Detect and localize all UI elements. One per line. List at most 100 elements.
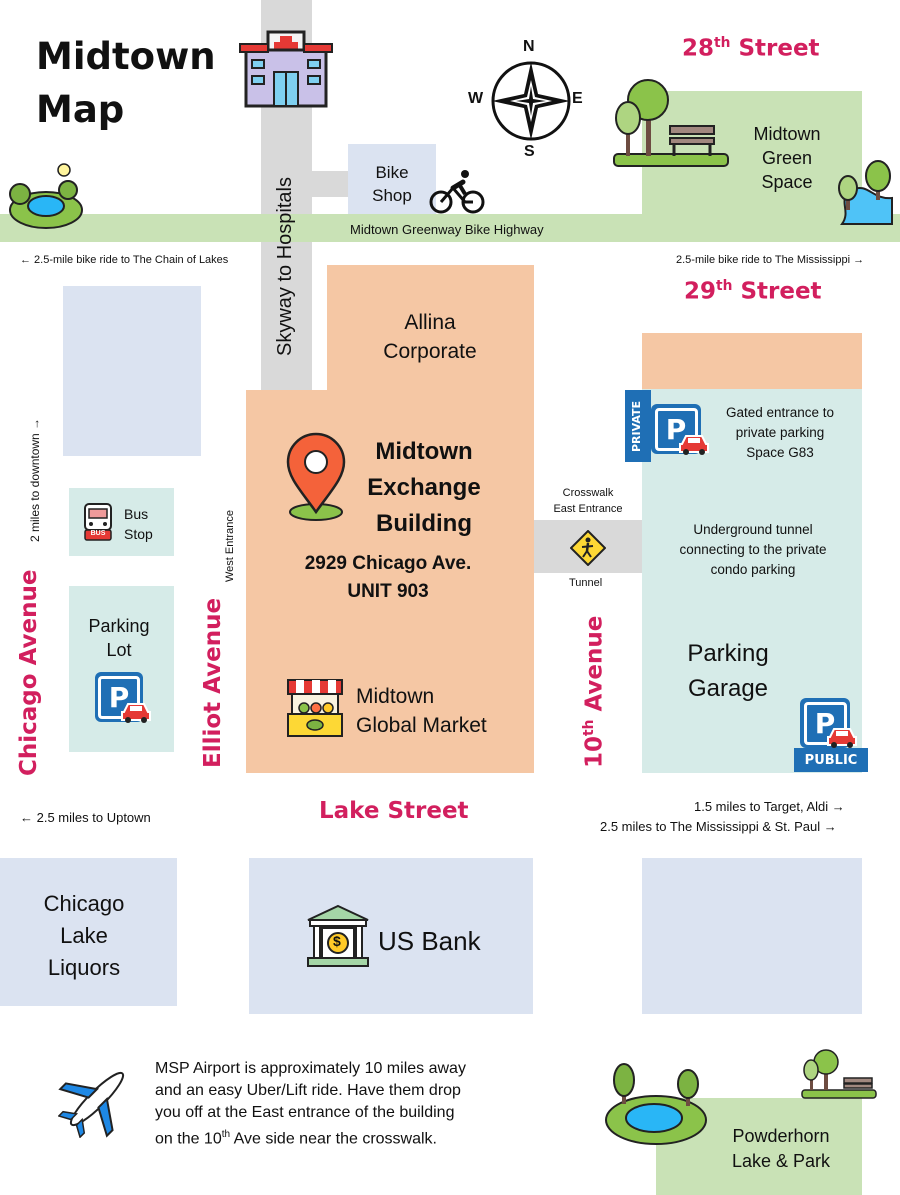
market-label: Midtown Global Market: [356, 682, 487, 740]
allina-block: [327, 265, 534, 395]
tunnel-desc-line-3: condo parking: [710, 562, 796, 577]
title-line-2: Map: [36, 88, 125, 131]
bus-stop-label: Bus Stop: [124, 504, 153, 544]
target-direction: 1.5 miles to Target, Aldi →: [694, 799, 845, 814]
pedestrian-crossing-icon: [569, 529, 607, 571]
compass-icon: [486, 56, 576, 151]
elliot-avenue-label: Elliot Avenue: [200, 597, 226, 768]
street-28-word: Street: [730, 35, 820, 62]
bank-icon: $: [306, 904, 370, 973]
parking-lot-label: Parking Lot: [69, 614, 169, 662]
private-tag-text: PRIVATE: [630, 400, 643, 452]
garage-top-block: [642, 333, 862, 389]
liquors-line-1: Chicago: [43, 891, 125, 916]
market-line-2: Global Market: [356, 714, 487, 737]
address-line-2: UNIT 903: [347, 581, 429, 602]
street-29-label: 29th Street: [684, 278, 822, 305]
tunnel-label: Tunnel: [569, 577, 603, 589]
exchange-line-3: Building: [376, 510, 472, 537]
public-parking-car-icon: [826, 725, 858, 754]
bike-shop-block: [348, 144, 436, 214]
airport-line-4: on the 10th Ave side near the crosswalk.: [155, 1124, 466, 1150]
chicago-avenue-label: Chicago Avenue: [16, 569, 42, 776]
tenth-suffix: th: [581, 719, 597, 736]
exchange-line-1: Midtown: [375, 438, 473, 465]
greenway-strip: [0, 214, 900, 242]
lake-park-icon-left: [6, 160, 84, 235]
gated-line-3: Space G83: [746, 445, 814, 460]
powderhorn-line-2: Lake & Park: [731, 1151, 831, 1171]
parking-lot-line-2: Lot: [106, 640, 132, 660]
parking-lot-line-1: Parking: [88, 616, 150, 636]
exchange-building-label: Midtown Exchange Building: [354, 434, 494, 542]
crosswalk-line-1: Crosswalk: [562, 487, 614, 499]
greenway-label: Midtown Greenway Bike Highway: [350, 222, 544, 237]
compass-e: E: [572, 90, 583, 107]
bank-block: [249, 858, 533, 1014]
parking-garage-label: Parking Garage: [660, 636, 796, 706]
compass-w: W: [468, 90, 484, 107]
location-pin-icon: [282, 432, 350, 527]
parking-garage-line-1: Parking: [687, 640, 769, 667]
gated-entrance-label: Gated entrance to private parking Space …: [705, 403, 855, 463]
map-title: Midtown Map: [36, 30, 216, 136]
green-space-line-1: Midtown: [753, 124, 821, 144]
compass-s: S: [524, 143, 535, 160]
bus-stop-line-2: Stop: [124, 526, 153, 542]
street-29-num: 29: [684, 278, 717, 305]
lake-street-label: Lake Street: [319, 798, 469, 824]
crosswalk-label: Crosswalk East Entrance: [548, 485, 628, 517]
public-tag: PUBLIC: [794, 748, 868, 772]
park-icon: [612, 78, 730, 179]
private-tag: PRIVATE: [625, 390, 651, 462]
bike-shop-label: Bike Shop: [348, 161, 436, 207]
bus-icon: [82, 502, 114, 547]
public-p-inner: P: [803, 701, 847, 745]
private-p-inner: P: [654, 407, 698, 451]
hospital-icon: [238, 26, 334, 115]
market-line-1: Midtown: [356, 685, 435, 708]
uptown-direction: ← 2.5 miles to Uptown: [20, 810, 151, 825]
exchange-line-2: Exchange: [367, 474, 481, 501]
parking-lot-p-inner: P: [98, 675, 140, 719]
compass-n: N: [523, 38, 535, 55]
bike-shop-line-1: Bike: [375, 163, 409, 182]
tenth-num: 10: [581, 735, 608, 768]
tunnel-desc-line-1: Underground tunnel: [693, 522, 813, 537]
street-29-suffix: th: [716, 278, 733, 294]
skyway-label: Skyway to Hospitals: [274, 177, 296, 356]
airport-line-2: and an easy Uber/Lift ride. Have them dr…: [155, 1082, 461, 1099]
address-label: 2929 Chicago Ave. UNIT 903: [270, 550, 506, 606]
airport-line-4-sup: th: [221, 1129, 231, 1140]
liquors-line-2: Lake: [60, 923, 108, 948]
public-parking-p-icon: P: [800, 698, 850, 748]
tunnel-desc-line-2: connecting to the private: [679, 542, 827, 557]
tenth-word: Avenue: [581, 615, 608, 720]
liquors-label: Chicago Lake Liquors: [0, 888, 168, 984]
gated-line-2: private parking: [735, 425, 825, 440]
street-29-word: Street: [732, 278, 822, 305]
parking-lot-car-icon: [120, 700, 152, 729]
gated-line-1: Gated entrance to: [725, 405, 835, 420]
allina-label: Allina Corporate: [340, 308, 520, 366]
liquors-block: [0, 858, 177, 1006]
tunnel-description-label: Underground tunnel connecting to the pri…: [650, 520, 856, 580]
powderhorn-park-icon: [602, 1058, 712, 1153]
private-parking-car-icon: [678, 432, 710, 461]
bicycle-icon: [429, 168, 485, 219]
stpaul-direction: 2.5 miles to The Mississippi & St. Paul …: [600, 819, 837, 834]
crosswalk-line-2: East Entrance: [553, 503, 623, 515]
bank-dollar-glyph: $: [333, 933, 341, 949]
airport-line-4-a: on the 10: [155, 1130, 222, 1148]
powderhorn-line-1: Powderhorn: [732, 1126, 830, 1146]
tenth-avenue-label: 10th Avenue: [581, 616, 608, 768]
green-space-label: Midtown Green Space: [738, 122, 836, 194]
bus-stop-line-1: Bus: [124, 506, 149, 522]
parking-lot-p-icon: P: [95, 672, 143, 722]
right-bottom-block: [642, 858, 862, 1014]
airport-line-4-b: Ave side near the crosswalk.: [230, 1130, 437, 1148]
mississippi-bike-direction: 2.5-mile bike ride to The Mississippi →: [676, 254, 865, 266]
airport-note: MSP Airport is approximately 10 miles aw…: [155, 1058, 466, 1150]
address-line-1: 2929 Chicago Ave.: [304, 553, 472, 574]
airport-line-3: you off at the East entrance of the buil…: [155, 1104, 455, 1121]
